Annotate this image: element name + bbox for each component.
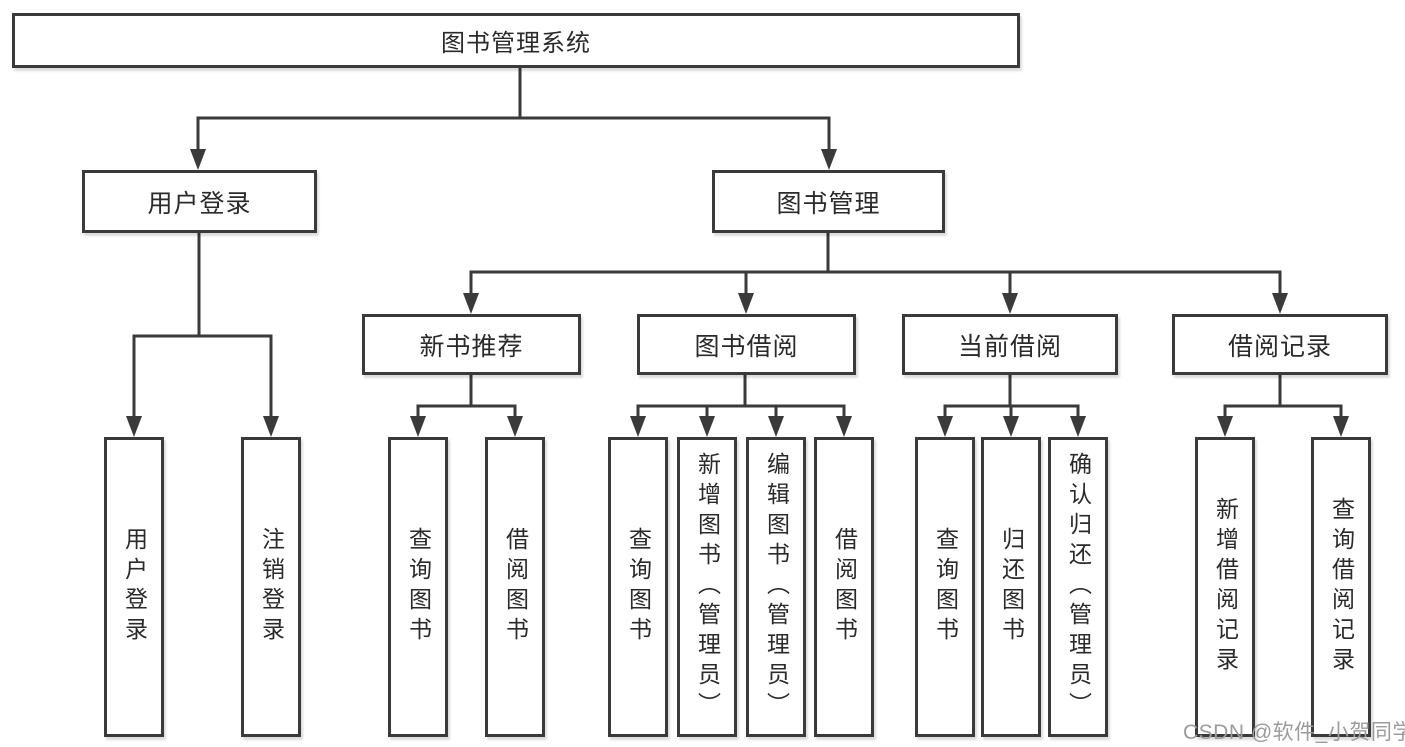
leaf-borrow-add-books-admin-label: 新增图书（管理员） xyxy=(694,452,721,722)
node-book-borrow: 图书借阅 xyxy=(637,314,856,375)
node-user-login: 用户登录 xyxy=(82,170,317,233)
node-book-borrow-label: 图书借阅 xyxy=(694,332,799,361)
leaf-recommend-query-books: 查询图书 xyxy=(388,437,448,737)
leaf-borrow-query-books: 查询图书 xyxy=(608,437,668,737)
leaf-borrow-add-books-admin: 新增图书（管理员） xyxy=(677,437,737,737)
leaf-records-query-record-label: 查询借阅记录 xyxy=(1328,497,1355,677)
node-root: 图书管理系统 xyxy=(12,13,1020,68)
leaf-borrow-borrow-books-label: 借阅图书 xyxy=(831,527,858,647)
leaf-current-return-books-label: 归还图书 xyxy=(998,527,1025,647)
csdn-watermark: CSDN @软件_小贺同学 xyxy=(1183,721,1405,744)
node-current-borrow-label: 当前借阅 xyxy=(957,332,1062,361)
leaf-current-query-books: 查询图书 xyxy=(915,437,975,737)
arrowhead-icons xyxy=(126,149,1349,437)
leaf-borrow-edit-books-admin-label: 编辑图书（管理员） xyxy=(763,452,790,722)
leaf-recommend-borrow-books: 借阅图书 xyxy=(485,437,545,737)
leaf-logout-login: 注销登录 xyxy=(241,437,301,737)
node-user-login-label: 用户登录 xyxy=(147,189,252,218)
leaf-records-add-record: 新增借阅记录 xyxy=(1195,437,1255,737)
node-book-management-label: 图书管理 xyxy=(776,189,881,218)
leaf-current-confirm-return-admin: 确认归还（管理员） xyxy=(1048,437,1108,737)
leaf-user-login: 用户登录 xyxy=(104,437,164,737)
leaf-records-add-record-label: 新增借阅记录 xyxy=(1212,497,1239,677)
leaf-records-query-record: 查询借阅记录 xyxy=(1311,437,1371,737)
node-book-management: 图书管理 xyxy=(712,170,945,233)
leaf-current-query-books-label: 查询图书 xyxy=(932,527,959,647)
node-new-book-recommend-label: 新书推荐 xyxy=(419,332,524,361)
leaf-recommend-query-books-label: 查询图书 xyxy=(405,527,432,647)
leaf-borrow-query-books-label: 查询图书 xyxy=(625,527,652,647)
node-borrow-records-label: 借阅记录 xyxy=(1227,332,1332,361)
leaf-logout-login-label: 注销登录 xyxy=(258,527,285,647)
leaf-borrow-edit-books-admin: 编辑图书（管理员） xyxy=(746,437,806,737)
leaf-current-return-books: 归还图书 xyxy=(981,437,1041,737)
node-current-borrow: 当前借阅 xyxy=(902,314,1118,375)
node-borrow-records: 借阅记录 xyxy=(1172,314,1388,375)
node-new-book-recommend: 新书推荐 xyxy=(362,314,581,375)
leaf-recommend-borrow-books-label: 借阅图书 xyxy=(502,527,529,647)
leaf-current-confirm-return-admin-label: 确认归还（管理员） xyxy=(1065,452,1092,722)
leaf-borrow-borrow-books: 借阅图书 xyxy=(814,437,874,737)
node-root-label: 图书管理系统 xyxy=(441,30,591,57)
leaf-user-login-label: 用户登录 xyxy=(121,527,148,647)
